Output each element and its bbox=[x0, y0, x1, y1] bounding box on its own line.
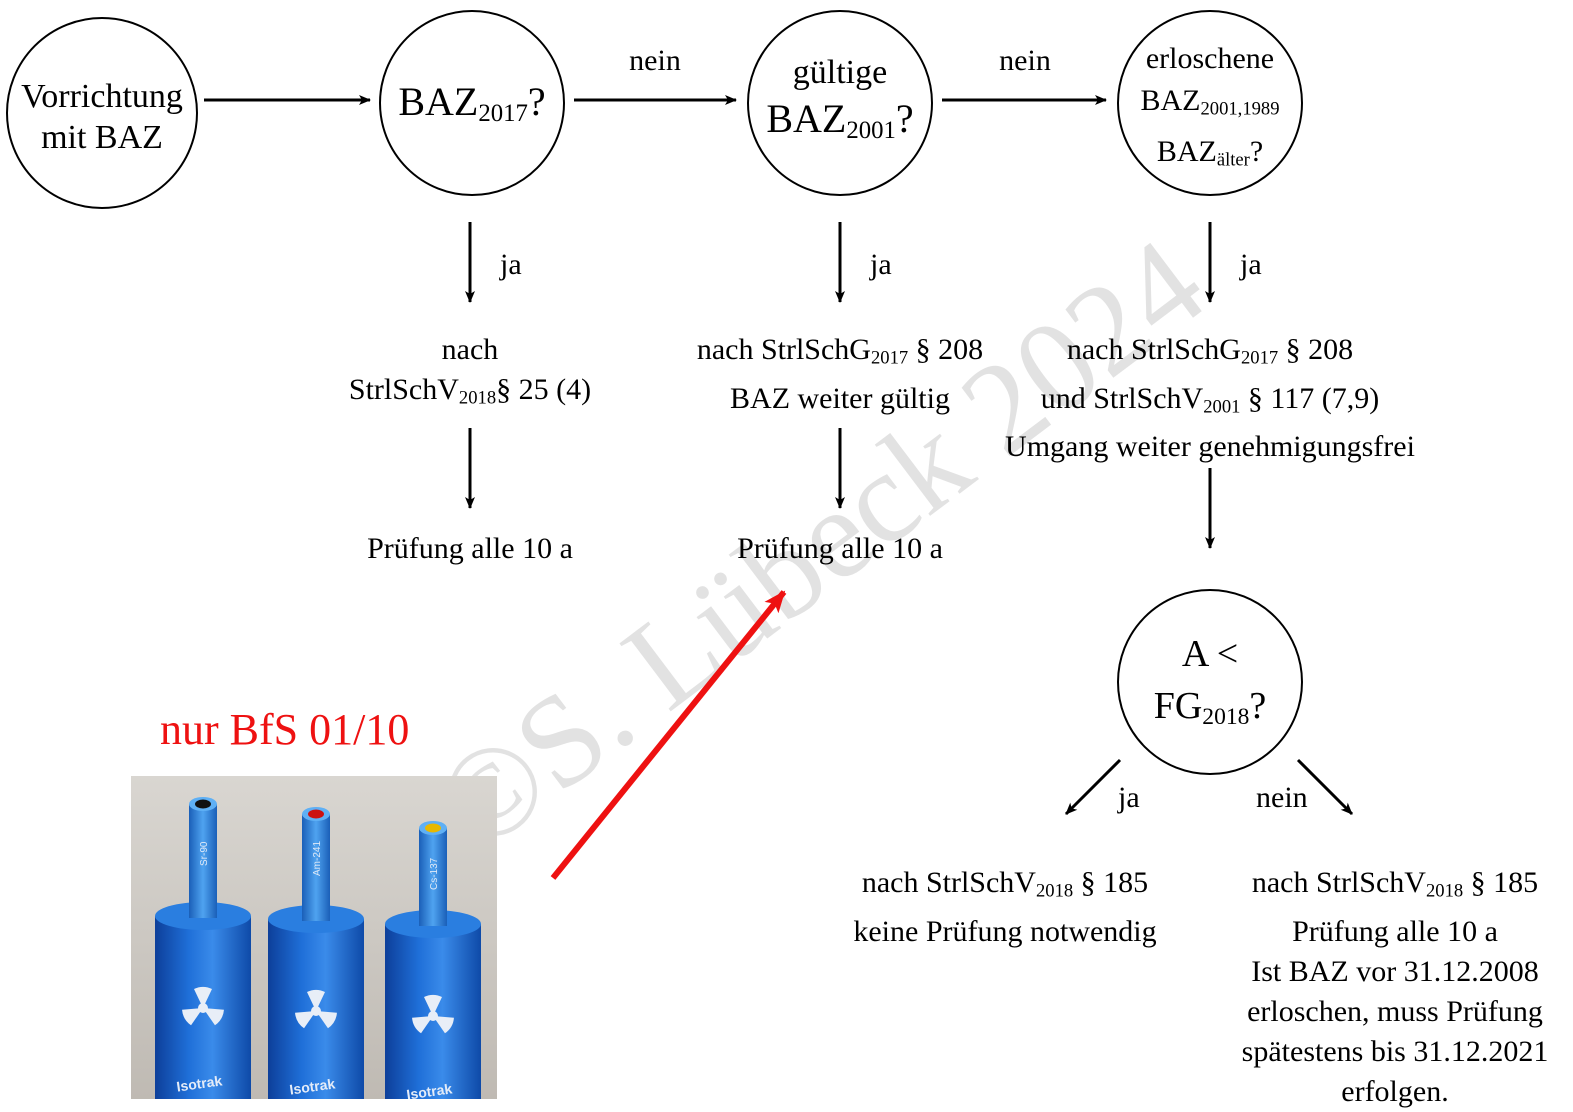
edge-label-yes2: ja bbox=[870, 250, 892, 280]
result-r3-rest2: § 117 (7,9) bbox=[1240, 382, 1379, 415]
node-qactivity-suffix: ? bbox=[1249, 685, 1266, 727]
result-r5-rest: § 185 bbox=[1463, 866, 1538, 899]
result-r3-sub2: 2001 bbox=[1203, 396, 1240, 417]
edge-label-no4: nein bbox=[1256, 783, 1308, 813]
node-start-label: Vorrichtung mit BAZ bbox=[12, 76, 192, 158]
result-r3-pre2: und StrlSchV bbox=[1041, 382, 1204, 415]
result-r2-line2: BAZ weiter gültig bbox=[655, 379, 1025, 419]
node-q2017-suffix: ? bbox=[528, 79, 546, 124]
node-q2017-sub: 2017 bbox=[478, 100, 528, 127]
result-r5-line3: Ist BAZ vor 31.12.2008 bbox=[1220, 952, 1570, 992]
result-r2-rest: § 208 bbox=[908, 333, 983, 366]
node-q2001-suffix: ? bbox=[896, 96, 914, 141]
highlight-arrow bbox=[553, 592, 784, 878]
source-cap-2 bbox=[308, 810, 324, 819]
node-qexpired-sub1: 2001,1989 bbox=[1200, 99, 1279, 120]
node-start-line2: mit BAZ bbox=[12, 117, 192, 158]
source-nuclide-2: Am-241 bbox=[312, 841, 323, 876]
result-r5-pre: nach StrlSchV bbox=[1252, 866, 1426, 899]
node-start-line1: Vorrichtung bbox=[12, 76, 192, 117]
node-qexpired-base2: BAZ bbox=[1157, 135, 1217, 168]
node-qexpired-base1: BAZ bbox=[1140, 84, 1200, 117]
node-q2001-base: BAZ bbox=[766, 96, 846, 141]
result-r4-sub: 2018 bbox=[1036, 881, 1073, 902]
node-qactivity-sub: 2018 bbox=[1202, 704, 1249, 730]
check-r2: Prüfung alle 10 a bbox=[660, 534, 1020, 564]
photo-title: nur BfS 01/10 bbox=[160, 708, 409, 752]
source-nuclide-3: Cs-137 bbox=[429, 857, 440, 890]
check-r1: Prüfung alle 10 a bbox=[290, 534, 650, 564]
arrow-qactivity-yes bbox=[1066, 760, 1120, 814]
node-qactivity-base: FG bbox=[1154, 685, 1203, 727]
source-cap-3 bbox=[425, 824, 441, 833]
result-r4-pre: nach StrlSchV bbox=[862, 866, 1036, 899]
result-r1: nach StrlSchV2018§ 25 (4) bbox=[290, 330, 650, 419]
node-q2017-label: BAZ2017? bbox=[382, 82, 562, 127]
node-qactivity-line1: A < bbox=[1120, 628, 1300, 680]
result-r4-line2: keine Prüfung notwendig bbox=[820, 912, 1190, 952]
result-r1-sub: 2018 bbox=[459, 388, 496, 409]
node-qactivity-label: A < FG2018? bbox=[1120, 628, 1300, 743]
result-r3-rest: § 208 bbox=[1278, 333, 1353, 366]
node-q2001-sub: 2001 bbox=[846, 117, 896, 144]
result-r5-line5: spätestens bis 31.12.2021 bbox=[1220, 1032, 1570, 1072]
result-r3-sub: 2017 bbox=[1241, 348, 1278, 369]
result-r5-line2: Prüfung alle 10 a bbox=[1220, 912, 1570, 952]
result-r3: nach StrlSchG2017 § 208 und StrlSchV2001… bbox=[975, 330, 1445, 467]
source-cap-1 bbox=[195, 800, 211, 809]
result-r2: nach StrlSchG2017 § 208 BAZ weiter gülti… bbox=[655, 330, 1025, 419]
result-r4: nach StrlSchV2018 § 185 keine Prüfung no… bbox=[820, 863, 1190, 952]
result-r1-rest: § 25 (4) bbox=[496, 373, 591, 406]
source-nuclide-1: Sr-90 bbox=[199, 841, 210, 866]
edge-label-no1: nein bbox=[605, 46, 705, 76]
result-r2-sub: 2017 bbox=[871, 348, 908, 369]
edge-label-no2: nein bbox=[975, 46, 1075, 76]
result-r5: nach StrlSchV2018 § 185 Prüfung alle 10 … bbox=[1220, 863, 1570, 1112]
node-qexpired-suffix2: ? bbox=[1250, 135, 1263, 168]
node-q2001-label: gültige BAZ2001? bbox=[750, 50, 930, 154]
result-r1-base: StrlSchV bbox=[349, 373, 459, 406]
edge-label-yes3: ja bbox=[1240, 250, 1262, 280]
result-r1-line1: nach bbox=[290, 330, 650, 370]
result-r3-pre: nach StrlSchG bbox=[1067, 333, 1241, 366]
result-r2-pre: nach StrlSchG bbox=[697, 333, 871, 366]
result-r4-rest: § 185 bbox=[1073, 866, 1148, 899]
edge-label-yes1: ja bbox=[500, 250, 522, 280]
node-qexpired-line1: erloschene bbox=[1118, 38, 1302, 80]
node-q2017-base: BAZ bbox=[398, 79, 478, 124]
node-qexpired-label: erloschene BAZ2001,1989 BAZälter? bbox=[1118, 38, 1302, 181]
result-r3-line3: Umgang weiter genehmigungsfrei bbox=[975, 427, 1445, 467]
node-q2001-line1: gültige bbox=[750, 50, 930, 96]
result-r5-line4: erloschen, muss Prüfung bbox=[1220, 992, 1570, 1032]
node-qexpired-sub2: älter bbox=[1217, 149, 1250, 170]
result-r5-line6: erfolgen. bbox=[1220, 1072, 1570, 1112]
edge-label-yes4: ja bbox=[1118, 783, 1140, 813]
result-r5-sub: 2018 bbox=[1426, 881, 1463, 902]
